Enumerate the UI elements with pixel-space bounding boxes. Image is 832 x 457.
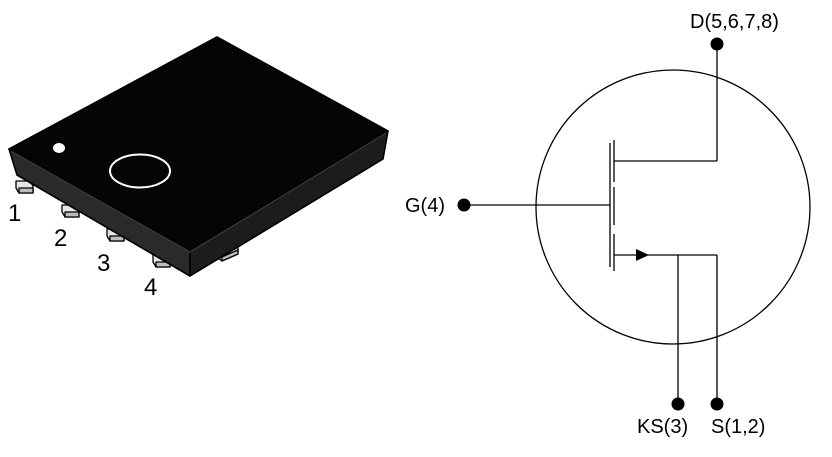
package-edge-highlight	[10, 132, 387, 253]
transistor-envelope-circle	[535, 69, 811, 345]
kelvin-source-terminal-label: KS(3)	[637, 416, 688, 438]
pin-label-4: 4	[144, 274, 157, 301]
package-drawing: 1 2 3 4	[8, 36, 389, 301]
pin-label-2: 2	[54, 225, 67, 252]
drain-terminal-label: D(5,6,7,8)	[690, 11, 779, 33]
source-arrow-icon	[636, 249, 649, 261]
pin1-marker-dot	[53, 143, 65, 153]
pin-label-1: 1	[8, 200, 21, 227]
source-terminal-dot	[710, 397, 724, 411]
mosfet-schematic	[464, 44, 811, 405]
source-terminal-label: S(1,2)	[711, 416, 765, 438]
pin-1-pad	[15, 180, 34, 194]
package-top-face	[8, 36, 389, 251]
pin-label-3: 3	[97, 250, 110, 277]
gate-terminal-label: G(4)	[405, 195, 445, 217]
gate-terminal-dot	[457, 198, 471, 212]
package-top-circle	[109, 153, 171, 189]
kelvin-source-terminal-dot	[671, 397, 685, 411]
drain-terminal-dot	[710, 37, 724, 51]
